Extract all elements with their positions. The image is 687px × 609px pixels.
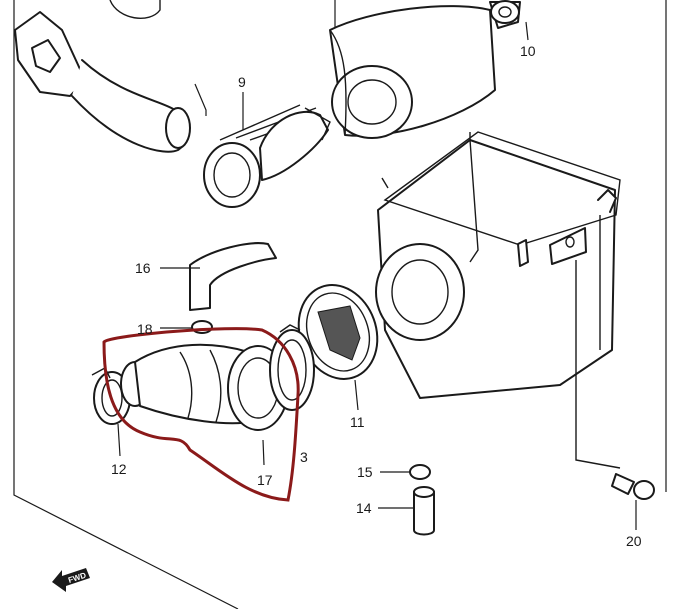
callout-20: 20 — [626, 533, 642, 549]
part-3-clamp — [269, 324, 315, 411]
airbox-case — [375, 131, 621, 469]
fwd-label: FWD — [67, 571, 87, 585]
part-16-hose — [160, 242, 277, 311]
part-15-clip — [380, 464, 431, 480]
part-9-filter-cage — [203, 92, 331, 208]
callout-17: 17 — [257, 472, 273, 488]
part-17-intake-tube — [120, 343, 289, 466]
callout-3: 3 — [300, 449, 308, 465]
callout-11: 11 — [350, 414, 365, 430]
air-filter-element — [329, 5, 496, 139]
highlight-outline — [102, 327, 300, 502]
callouts: 10 9 16 18 11 12 17 3 15 14 20 — [111, 43, 642, 549]
callout-10: 10 — [520, 43, 536, 59]
fwd-arrow: FWD — [52, 568, 90, 592]
part-10-bolt — [489, 0, 529, 41]
intake-duct — [14, 0, 191, 153]
callout-15: 15 — [357, 464, 373, 480]
callout-12: 12 — [111, 461, 127, 477]
callout-9: 9 — [238, 74, 246, 90]
frame-lines — [13, 0, 667, 609]
callout-14: 14 — [356, 500, 372, 516]
callout-18: 18 — [137, 321, 153, 337]
callout-16: 16 — [135, 260, 151, 276]
part-20-bolt — [611, 473, 655, 530]
part-11-screen — [297, 284, 379, 411]
part-14-drain-plug — [378, 486, 435, 536]
